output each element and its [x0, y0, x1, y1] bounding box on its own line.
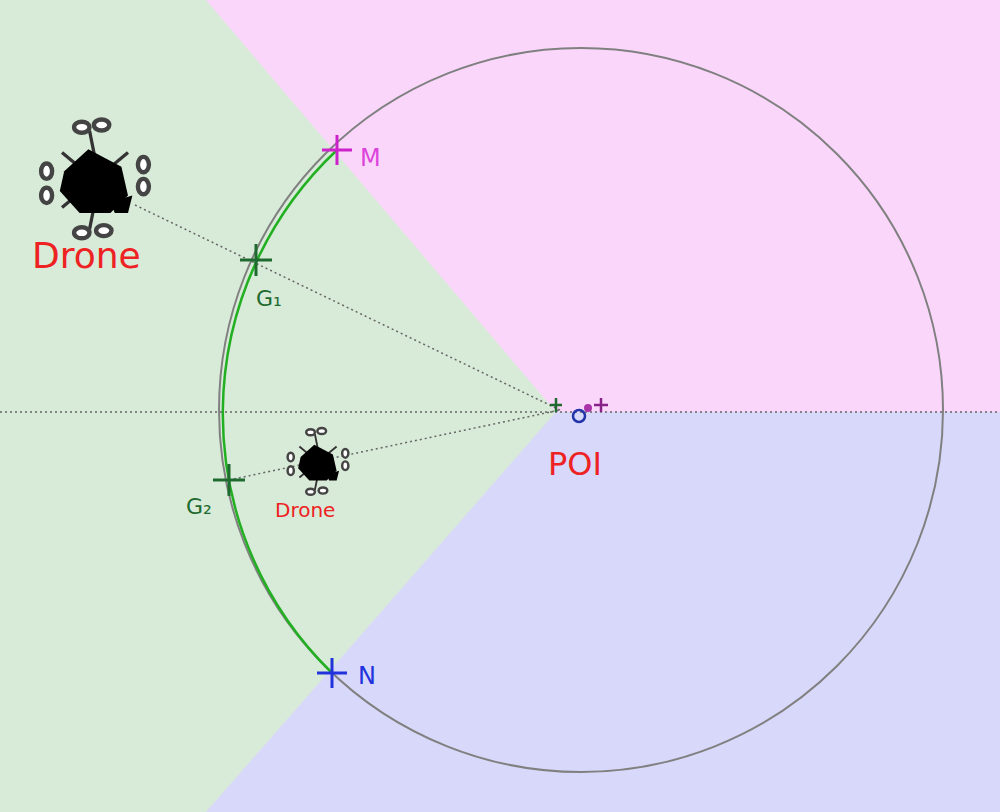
point-label: N: [358, 664, 376, 688]
point-label: G₁: [256, 288, 282, 310]
point-label: M: [360, 146, 381, 170]
drone-label: Drone: [275, 500, 335, 520]
drone-label: Drone: [32, 238, 141, 274]
poi-label: POI: [548, 448, 602, 480]
point-label: G₂: [186, 496, 212, 518]
